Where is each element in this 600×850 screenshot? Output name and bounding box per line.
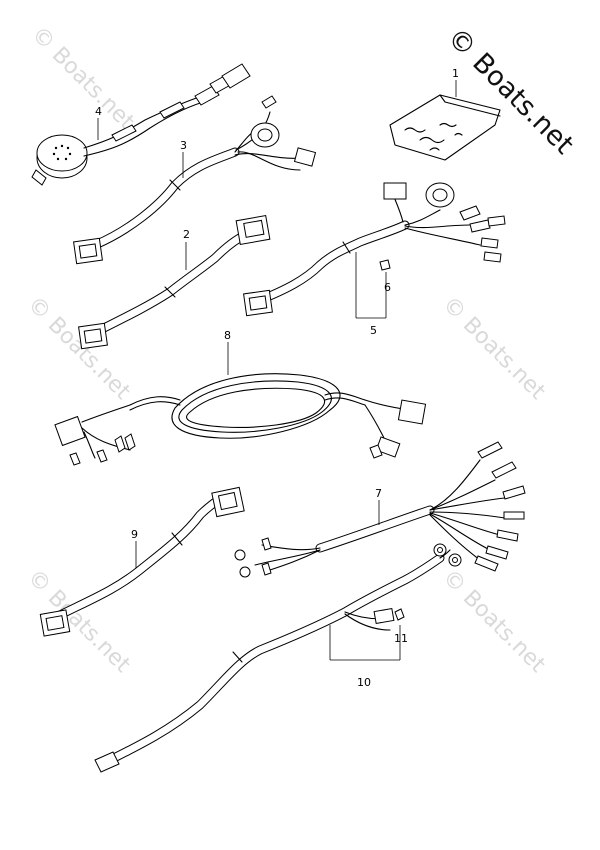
part-10-harness: 10 11 (94, 543, 462, 773)
callout-11: 11 (394, 632, 408, 645)
callout-3: 3 (180, 139, 187, 152)
part-4-buzzer: 4 (31, 63, 251, 186)
callout-9: 9 (131, 528, 138, 541)
part-3-harness: 3 (73, 95, 317, 265)
part-2-extension: 2 (78, 214, 271, 350)
callout-7: 7 (375, 487, 382, 500)
callout-6: 6 (384, 281, 391, 294)
callout-5: 5 (370, 324, 377, 337)
part-1-parts-bag: 1 (389, 67, 501, 161)
callout-1: 1 (452, 67, 459, 80)
part-7-harness: 7 (234, 441, 526, 578)
callout-2: 2 (183, 228, 190, 241)
callout-4: 4 (95, 105, 102, 118)
part-8-loop-harness: 8 (54, 329, 427, 466)
part-5-main-harness: 5 6 (243, 182, 506, 337)
callout-10: 10 (357, 676, 371, 689)
part-9-extension: 9 (39, 486, 245, 637)
callout-8: 8 (224, 329, 231, 342)
